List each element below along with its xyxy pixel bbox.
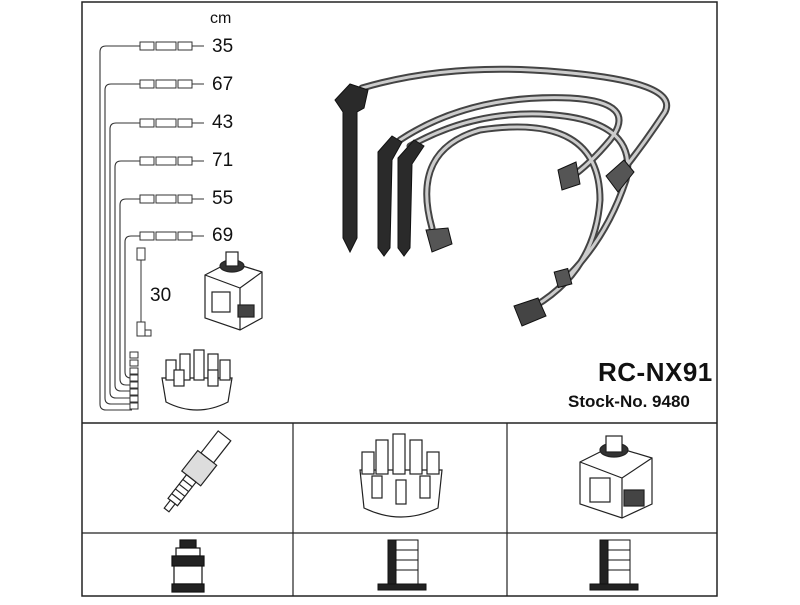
plug-terminal-illustration	[171, 539, 205, 593]
outer-frame	[81, 1, 718, 597]
spark-plug-illustration	[163, 430, 232, 513]
bottom-terminals	[129, 351, 139, 410]
terminal-connectors	[139, 41, 204, 241]
unit-label: cm	[210, 10, 232, 27]
cable-length-2: 67	[212, 74, 234, 95]
cable-routing-schematic	[99, 45, 140, 411]
stock-number: Stock-No. 9480	[568, 392, 690, 411]
model-number: RC-NX91	[598, 357, 713, 387]
coil-lead	[136, 247, 152, 337]
cap-terminal-illustration	[377, 539, 427, 591]
cable-length-3: 43	[212, 112, 234, 133]
distributor-cap-illustration	[359, 433, 443, 518]
small-distributor-cap	[161, 349, 233, 411]
cable-length-4: 71	[212, 150, 234, 171]
cable-length-5: 55	[212, 188, 234, 209]
cable-length-6: 69	[212, 225, 234, 246]
coil-lead-length: 30	[150, 285, 172, 306]
small-ignition-coil	[204, 251, 263, 331]
cable-length-1: 35	[212, 36, 234, 57]
coil-terminal-illustration	[589, 539, 639, 591]
ignition-cable-set	[334, 65, 671, 327]
ignition-coil-illustration	[579, 435, 653, 519]
